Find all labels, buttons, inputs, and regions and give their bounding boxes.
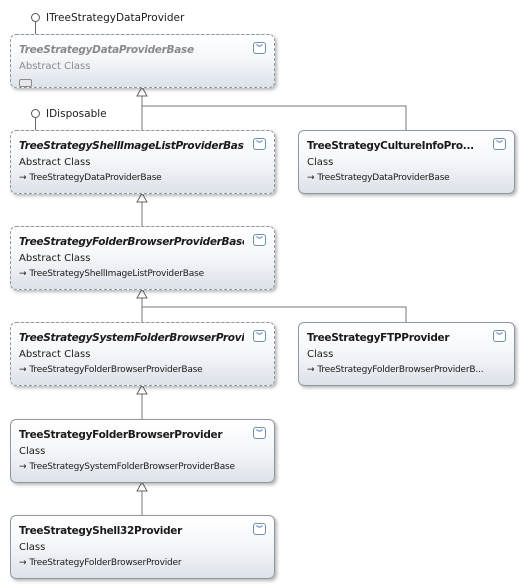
class-shape-system-folder-browser-provider-base[interactable]: TreeStrategySystemFolderBrowserProvide..…: [10, 322, 275, 386]
class-shape-shell-image-list-provider-base[interactable]: TreeStrategyShellImageListProviderBase ︾…: [10, 130, 275, 194]
interface-circle-icon: [31, 109, 40, 118]
base-class-line: →TreeStrategyFolderBrowserProvider: [19, 558, 268, 568]
base-class-name: TreeStrategyShellImageListProviderBase: [29, 269, 204, 279]
inheritance-arrow-icon: →: [307, 173, 315, 183]
base-class-name: TreeStrategyDataProviderBase: [317, 173, 450, 183]
inheritance-arrowhead: [136, 191, 148, 203]
class-name: TreeStrategyShellImageListProviderBase: [19, 140, 244, 152]
class-shape-folder-browser-provider[interactable]: TreeStrategyFolderBrowserProvider ︾ Clas…: [10, 419, 275, 483]
base-class-name: TreeStrategyDataProviderBase: [29, 173, 162, 183]
interface-label: IDisposable: [46, 108, 107, 120]
base-class-line: →TreeStrategyDataProviderBase: [307, 173, 508, 183]
class-shape-culture-info-provider[interactable]: TreeStrategyCultureInfoPro... ︾ Class →T…: [298, 130, 515, 194]
class-name: TreeStrategyShell32Provider: [19, 525, 182, 537]
inheritance-arrowhead: [136, 287, 148, 299]
double-chevron-down-icon[interactable]: ︾: [253, 138, 266, 150]
class-name: TreeStrategyCultureInfoPro...: [307, 140, 474, 152]
interface-label: ITreeStrategyDataProvider: [46, 12, 185, 24]
class-shape-data-provider-base[interactable]: TreeStrategyDataProviderBase ︾ Abstract …: [10, 34, 275, 88]
class-name: TreeStrategyFTPProvider: [307, 332, 450, 344]
double-chevron-down-icon[interactable]: ︾: [253, 234, 266, 246]
inheritance-arrow-icon: →: [19, 173, 27, 183]
base-class-name: TreeStrategyFolderBrowserProviderB...: [317, 365, 484, 375]
class-kind: Abstract Class: [19, 61, 91, 72]
inheritance-arrow-icon: →: [19, 365, 27, 375]
base-class-name: TreeStrategySystemFolderBrowserProviderB…: [29, 462, 235, 472]
base-class-line: →TreeStrategyFolderBrowserProviderBase: [19, 365, 268, 375]
inheritance-arrow-icon: →: [307, 365, 315, 375]
class-shape-shell32-provider[interactable]: TreeStrategyShell32Provider ︾ Class →Tre…: [10, 515, 275, 579]
class-kind: Class: [19, 446, 46, 457]
double-chevron-down-icon[interactable]: ︾: [493, 330, 506, 342]
class-kind: Abstract Class: [19, 157, 91, 168]
class-name: TreeStrategyDataProviderBase: [19, 44, 194, 56]
double-chevron-down-icon[interactable]: ︾: [253, 42, 266, 54]
inheritance-arrowhead: [136, 480, 148, 492]
inheritance-arrowhead: [136, 85, 148, 97]
base-class-line: →TreeStrategySystemFolderBrowserProvider…: [19, 462, 268, 472]
inheritance-arrowhead: [136, 383, 148, 395]
base-class-line: →TreeStrategyFolderBrowserProviderB...: [307, 365, 508, 375]
base-class-name: TreeStrategyFolderBrowserProvider: [29, 558, 182, 568]
class-kind: Class: [307, 157, 334, 168]
class-name: TreeStrategyFolderBrowserProviderBase: [19, 236, 244, 248]
class-kind: Class: [307, 349, 334, 360]
inheritance-arrow-icon: →: [19, 269, 27, 279]
double-chevron-down-icon[interactable]: ︾: [493, 138, 506, 150]
connector-ftp-to-folderbase: [142, 306, 407, 322]
class-name: TreeStrategyFolderBrowserProvider: [19, 429, 223, 441]
class-shape-folder-browser-provider-base[interactable]: TreeStrategyFolderBrowserProviderBase ︾ …: [10, 226, 275, 290]
double-chevron-down-icon[interactable]: ︾: [253, 427, 266, 439]
inheritance-arrow-icon: →: [19, 462, 27, 472]
class-name: TreeStrategySystemFolderBrowserProvide..…: [19, 332, 244, 344]
class-kind: Class: [19, 542, 46, 553]
double-chevron-down-icon[interactable]: ︾: [253, 330, 266, 342]
connector-culture-to-dpbase: [142, 105, 407, 130]
inheritance-arrow-icon: →: [19, 558, 27, 568]
base-class-line: →TreeStrategyShellImageListProviderBase: [19, 269, 268, 279]
interface-circle-icon: [31, 13, 40, 22]
double-chevron-down-icon[interactable]: ︾: [253, 523, 266, 535]
class-shape-ftp-provider[interactable]: TreeStrategyFTPProvider ︾ Class →TreeStr…: [298, 322, 515, 386]
members-toggle-icon[interactable]: [19, 79, 32, 87]
base-class-line: →TreeStrategyDataProviderBase: [19, 173, 268, 183]
class-kind: Abstract Class: [19, 253, 91, 264]
interface-stem: [35, 22, 36, 34]
base-class-name: TreeStrategyFolderBrowserProviderBase: [29, 365, 203, 375]
class-kind: Abstract Class: [19, 349, 91, 360]
interface-stem: [35, 118, 36, 130]
